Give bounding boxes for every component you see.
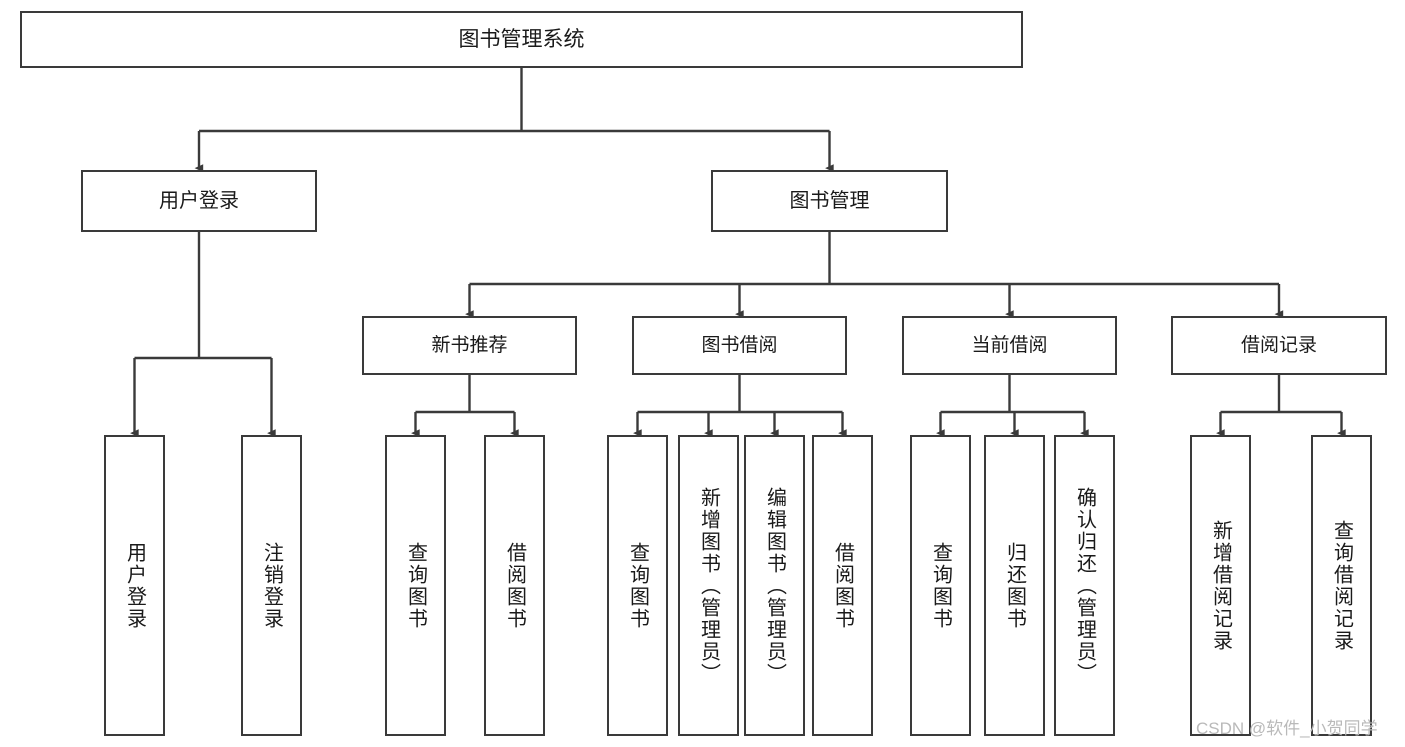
node-leaf-add-borrow-record[interactable]: 新增借阅记录	[1190, 435, 1251, 736]
node-root-book-management-system[interactable]: 图书管理系统	[20, 11, 1023, 68]
node-leaf-borrow-book[interactable]: 借阅图书	[812, 435, 873, 736]
node-label: 编辑图书（管理员）	[763, 486, 786, 685]
node-label: 注销登录	[260, 541, 283, 630]
node-leaf-query-book-borrow[interactable]: 查询图书	[607, 435, 668, 736]
node-label: 归还图书	[1003, 541, 1026, 630]
node-label: 图书借阅	[701, 334, 778, 356]
node-label: 用户登录	[123, 541, 146, 630]
node-current-borrow[interactable]: 当前借阅	[902, 316, 1117, 375]
node-label: 新增借阅记录	[1209, 519, 1232, 652]
node-book-borrow[interactable]: 图书借阅	[632, 316, 847, 375]
node-label: 用户登录	[159, 189, 239, 212]
node-label: 确认归还（管理员）	[1073, 486, 1096, 685]
connector-group	[130, 68, 1346, 438]
node-leaf-confirm-return-admin[interactable]: 确认归还（管理员）	[1054, 435, 1115, 736]
node-label: 查询借阅记录	[1330, 519, 1353, 652]
node-leaf-return-book[interactable]: 归还图书	[984, 435, 1045, 736]
node-leaf-query-book-current[interactable]: 查询图书	[910, 435, 971, 736]
node-label: 查询图书	[929, 541, 952, 630]
node-label: 借阅图书	[831, 541, 854, 630]
node-label: 借阅记录	[1240, 334, 1317, 356]
node-label: 新书推荐	[431, 334, 508, 356]
node-label: 当前借阅	[971, 334, 1048, 356]
node-user-login[interactable]: 用户登录	[81, 170, 317, 232]
node-book-management[interactable]: 图书管理	[711, 170, 948, 232]
node-leaf-add-book-admin[interactable]: 新增图书（管理员）	[678, 435, 739, 736]
node-label: 图书管理	[789, 189, 870, 212]
node-leaf-user-login[interactable]: 用户登录	[104, 435, 165, 736]
node-label: 查询图书	[626, 541, 649, 630]
node-label: 图书管理系统	[458, 27, 585, 51]
node-label: 借阅图书	[503, 541, 526, 630]
node-leaf-borrow-book-recommend[interactable]: 借阅图书	[484, 435, 545, 736]
node-label: 查询图书	[404, 541, 427, 630]
node-leaf-user-logout[interactable]: 注销登录	[241, 435, 302, 736]
node-borrow-record[interactable]: 借阅记录	[1171, 316, 1387, 375]
node-leaf-query-borrow-record[interactable]: 查询借阅记录	[1311, 435, 1372, 736]
node-new-book-recommend[interactable]: 新书推荐	[362, 316, 577, 375]
node-leaf-query-book-recommend[interactable]: 查询图书	[385, 435, 446, 736]
node-leaf-edit-book-admin[interactable]: 编辑图书（管理员）	[744, 435, 805, 736]
node-label: 新增图书（管理员）	[697, 486, 720, 685]
